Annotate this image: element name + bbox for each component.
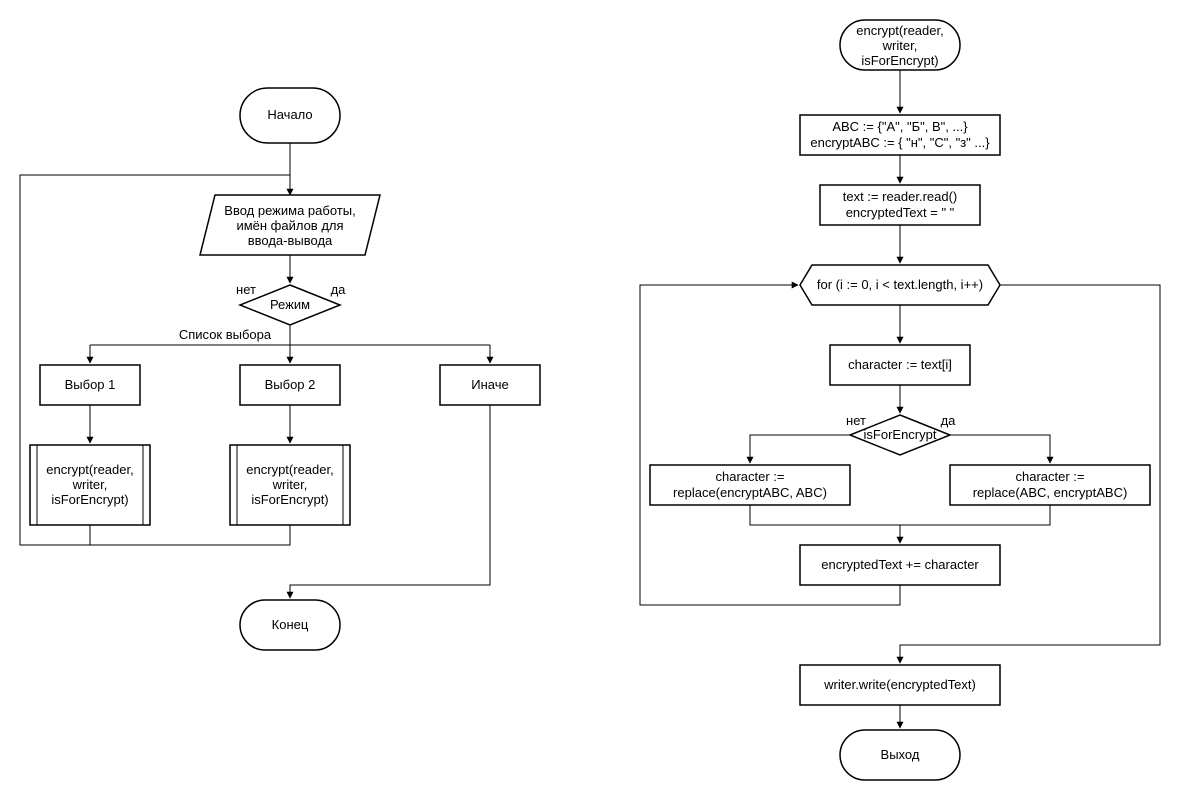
is-for-encrypt-decision: isForEncrypt нет да xyxy=(846,413,957,456)
choice2-box: Выбор 2 xyxy=(239,364,341,406)
input-label-line-1: Ввод режима работы, xyxy=(224,203,355,218)
connector-sub1-loop-back xyxy=(19,174,290,546)
connector-decision-yes xyxy=(950,434,1054,464)
replace-encrypt-line-2: replace(ABC, encryptABC) xyxy=(973,485,1128,500)
alphabet-init-line-1: ABC := {"А", "Б", В", ...} xyxy=(832,119,968,134)
start-label: Начало xyxy=(267,107,312,122)
char-assign-box: character := text[i] xyxy=(829,344,971,386)
mode-decision: Режим нет да xyxy=(236,282,347,326)
encrypt-start-terminal: encrypt(reader, writer, isForEncrypt) xyxy=(839,19,961,71)
mode-decision-yes-label: да xyxy=(331,282,347,297)
read-text-line-2: encryptedText = " " xyxy=(846,205,955,220)
subprocess1-box: encrypt(reader, writer, isForEncrypt) xyxy=(29,444,151,526)
subprocess1-label-line-2: writer, xyxy=(72,477,108,492)
alphabet-init-box: ABC := {"А", "Б", В", ...} encryptABC :=… xyxy=(799,114,1001,156)
exit-terminal: Выход xyxy=(839,729,961,781)
is-for-encrypt-label: isForEncrypt xyxy=(864,427,937,442)
append-char-label: encryptedText += character xyxy=(821,557,979,572)
subprocess2-label-line-3: isForEncrypt) xyxy=(251,492,328,507)
exit-label: Выход xyxy=(881,747,920,762)
encrypt-start-label-line-1: encrypt(reader, xyxy=(856,23,943,38)
connector-decision-no xyxy=(746,434,850,464)
for-loop-label: for (i := 0, i < text.length, i++) xyxy=(817,277,983,292)
else-label: Иначе xyxy=(471,377,508,392)
connector-sub2-loop-back xyxy=(90,525,291,546)
choice2-label: Выбор 2 xyxy=(265,377,316,392)
is-for-encrypt-yes-label: да xyxy=(941,413,957,428)
replace-decrypt-box: character := replace(encryptABC, ABC) xyxy=(649,464,851,506)
append-char-box: encryptedText += character xyxy=(799,544,1001,586)
end-terminal: Конец xyxy=(239,599,341,651)
encrypt-start-label-line-3: isForEncrypt) xyxy=(861,53,938,68)
input-label-line-2: имён файлов для xyxy=(236,218,343,233)
alphabet-init-line-2: encryptABC := { "н", "С", "з" ...} xyxy=(810,135,990,150)
choice1-box: Выбор 1 xyxy=(39,364,141,406)
is-for-encrypt-no-label: нет xyxy=(846,413,866,428)
connector-else-to-end xyxy=(286,405,491,599)
replace-encrypt-line-1: character := xyxy=(1015,469,1084,484)
end-label: Конец xyxy=(272,617,309,632)
connector-loop-exit xyxy=(896,284,1161,664)
else-box: Иначе xyxy=(439,364,541,406)
write-output-box: writer.write(encryptedText) xyxy=(799,664,1001,706)
input-parallelogram: Ввод режима работы, имён файлов для ввод… xyxy=(199,194,381,256)
for-loop-hexagon: for (i := 0, i < text.length, i++) xyxy=(799,264,1001,306)
right-flowchart: encrypt(reader, writer, isForEncrypt) AB… xyxy=(639,19,1161,781)
start-terminal: Начало xyxy=(239,87,341,144)
subprocess2-box: encrypt(reader, writer, isForEncrypt) xyxy=(229,444,351,526)
left-connectors xyxy=(19,143,494,599)
write-output-label: writer.write(encryptedText) xyxy=(823,677,976,692)
replace-decrypt-line-1: character := xyxy=(715,469,784,484)
connector-merge xyxy=(749,505,1051,526)
choice1-label: Выбор 1 xyxy=(65,377,116,392)
char-assign-label: character := text[i] xyxy=(848,357,952,372)
subprocess2-label-line-2: writer, xyxy=(272,477,308,492)
subprocess1-label-line-3: isForEncrypt) xyxy=(51,492,128,507)
right-connectors xyxy=(639,70,1161,729)
subprocess2-label-line-1: encrypt(reader, xyxy=(246,462,333,477)
read-text-box: text := reader.read() encryptedText = " … xyxy=(819,184,981,226)
left-flowchart: Начало Ввод режима работы, имён файлов д… xyxy=(19,87,541,651)
subprocess1-label-line-1: encrypt(reader, xyxy=(46,462,133,477)
input-label-line-3: ввода-вывода xyxy=(248,233,333,248)
connector-loop-back xyxy=(639,281,901,606)
choice-list-label: Список выбора xyxy=(179,327,272,342)
replace-decrypt-line-2: replace(encryptABC, ABC) xyxy=(673,485,827,500)
encrypt-start-label-line-2: writer, xyxy=(882,38,918,53)
replace-encrypt-box: character := replace(ABC, encryptABC) xyxy=(949,464,1151,506)
read-text-line-1: text := reader.read() xyxy=(843,189,958,204)
mode-decision-no-label: нет xyxy=(236,282,256,297)
mode-decision-label: Режим xyxy=(270,297,310,312)
